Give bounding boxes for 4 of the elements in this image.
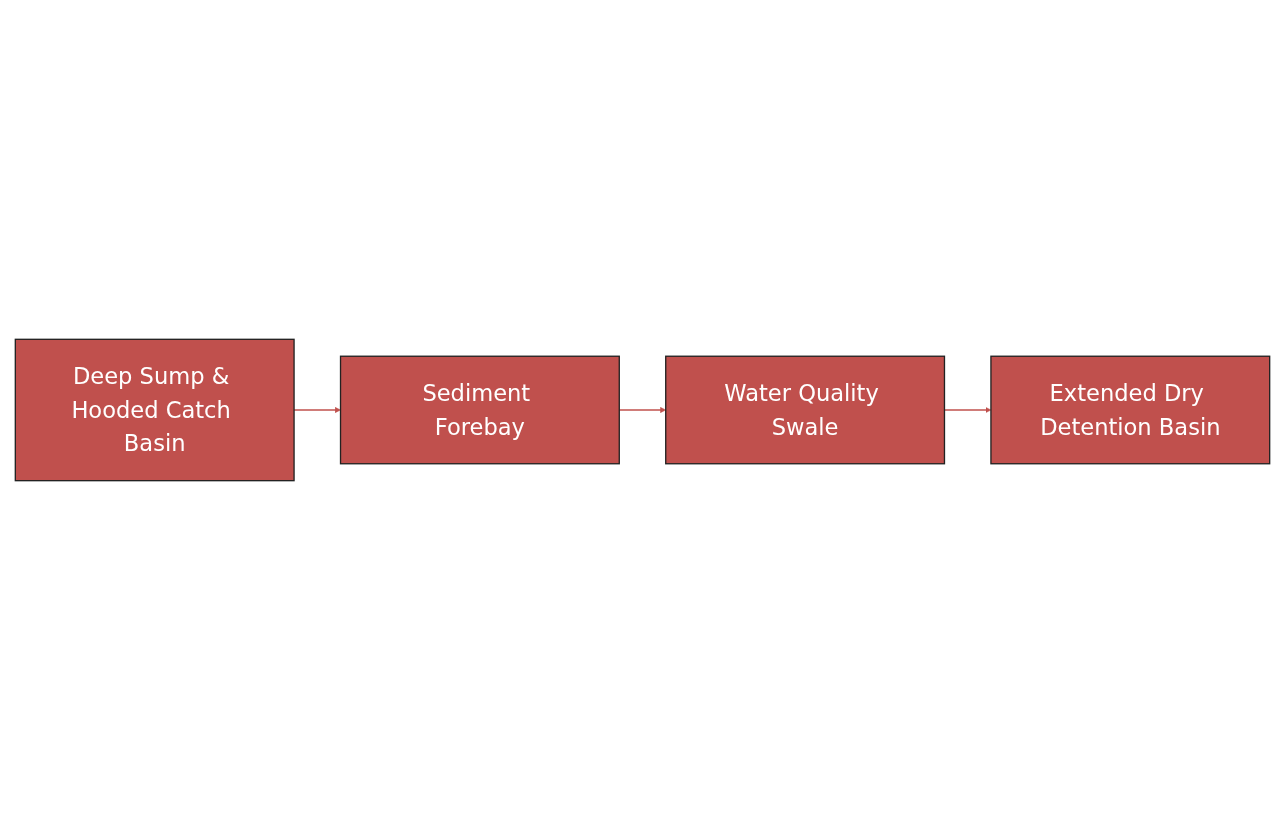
process-box: Water Quality Swale — [665, 355, 946, 464]
process-box: Sediment Forebay — [339, 355, 620, 464]
process-box: Deep Sump & Hooded Catch Basin — [14, 338, 295, 481]
process-box: Extended Dry Detention Basin — [990, 355, 1271, 464]
